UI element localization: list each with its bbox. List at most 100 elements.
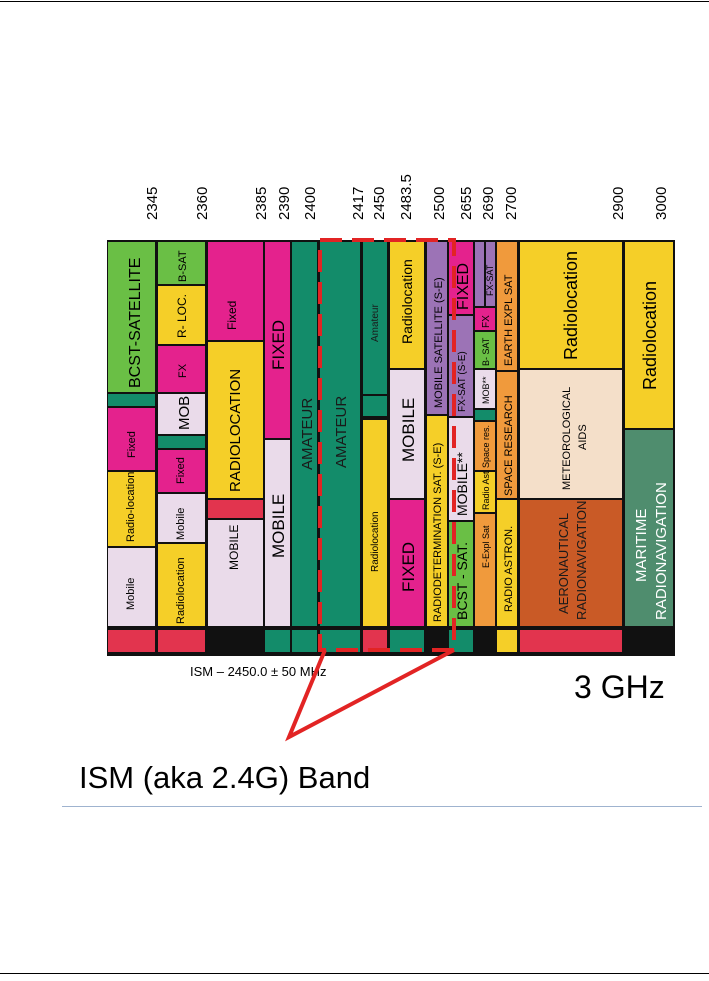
block-label: Radio-location — [125, 472, 137, 542]
radiodetermination-block — [427, 416, 447, 626]
fx-sat-block — [475, 242, 484, 306]
block-label: Radiolocation — [640, 281, 660, 390]
mob-block — [158, 394, 205, 434]
meteorological-aids-block — [520, 370, 622, 498]
band-strip — [265, 630, 290, 652]
b-sat-block — [158, 242, 205, 284]
amateur-block — [292, 242, 317, 626]
block-label: B- SAT — [481, 337, 491, 366]
block-label: MOBILE** — [454, 452, 470, 516]
band-strip — [320, 630, 360, 652]
radiolocation-block — [390, 242, 424, 368]
block-label: Mobile — [125, 578, 137, 610]
block-label: Radiolocation — [561, 251, 581, 360]
fixed-block — [208, 242, 263, 340]
band-strip — [390, 630, 424, 652]
amateur-block — [363, 242, 387, 394]
callout-arrow — [285, 648, 455, 742]
block-label: METEOROLOGICAL — [561, 387, 573, 490]
fixed-block — [390, 500, 424, 626]
band-label: 3 GHz — [574, 669, 665, 705]
mobile-block — [265, 440, 290, 626]
freq-label: 2390 — [276, 187, 293, 220]
freq-label: 2450 — [371, 187, 388, 220]
block-label: FX-SAT (S-E) — [457, 351, 468, 412]
freq-label: 2400 — [302, 187, 319, 220]
block-label: MARITIME — [633, 509, 650, 582]
block-label: AMATEUR — [299, 398, 316, 470]
block-label: FX — [481, 315, 492, 328]
band-strip — [158, 436, 205, 448]
bcst-satellite-block — [108, 242, 155, 392]
block-label: FIXED — [399, 542, 418, 592]
band-strip — [363, 630, 387, 652]
freq-label: 2900 — [610, 187, 627, 220]
top-rule — [0, 1, 709, 2]
space-res-block — [475, 422, 495, 470]
block-label: FX — [177, 363, 189, 378]
block-label: RADIOLOCATION — [227, 369, 244, 492]
freq-label: 2417 — [350, 187, 367, 220]
band-strip — [208, 500, 263, 518]
freq-label: 2345 — [144, 187, 161, 220]
band-strip — [475, 410, 495, 420]
earth-expl-sat-block — [497, 242, 517, 370]
freq-label: 2500 — [431, 187, 448, 220]
e-expl-sat-block — [475, 514, 495, 626]
block-label: AERONAUTICAL — [556, 513, 571, 614]
frequency-labels: 2345 2360 2385 2390 2400 2417 2450 2483.… — [144, 174, 670, 220]
block-label: MOB — [176, 396, 193, 430]
freq-label: 2700 — [503, 187, 520, 220]
block-label: BCST-SATELLITE — [127, 258, 144, 388]
block-label: MOBILE SATELLITE (S-E) — [433, 277, 445, 408]
freq-label: 2690 — [480, 187, 497, 220]
aeronautical-radionavigation-block — [520, 500, 622, 626]
block-label: EARTH EXPL SAT — [503, 274, 515, 366]
block-label: RADIO ASTRON. — [503, 526, 515, 612]
mobile-block — [108, 548, 155, 626]
block-label: RADIONAVIGATION — [574, 501, 589, 620]
band-strip — [497, 630, 517, 652]
block-label: AMATEUR — [333, 396, 350, 468]
amateur-block — [320, 242, 360, 626]
maritime-radionavigation-block — [625, 430, 673, 626]
block-label: Fixed — [225, 301, 239, 330]
radio-astron-block — [497, 500, 517, 626]
block-label: Radiolocation — [175, 557, 187, 624]
radiolocation-block — [158, 544, 205, 626]
fx-block — [475, 308, 495, 330]
block-label: Fixed — [126, 431, 138, 458]
band-strip — [475, 630, 495, 652]
fixed-block — [108, 408, 155, 470]
block-label: SPACE RESEARCH — [503, 395, 515, 496]
ism-dashed-box — [318, 238, 456, 652]
block-label: AIDS — [577, 424, 589, 450]
fixed-block — [158, 450, 205, 492]
caption: ISM (aka 2.4G) Band — [79, 760, 371, 795]
freq-label: 2483.5 — [398, 174, 415, 220]
ism-label: ISM – 2450.0 ± 50 MHz — [190, 664, 326, 679]
bottom-rule — [0, 973, 709, 974]
band-strip — [108, 630, 155, 652]
block-label: MOBILE — [227, 525, 241, 570]
freq-label: 2655 — [458, 187, 475, 220]
mobile-block — [390, 370, 424, 498]
mobile-satellite-block — [427, 242, 447, 414]
radio-ast-block — [475, 472, 495, 512]
freq-label: 2385 — [253, 187, 270, 220]
radiolocation-block — [208, 342, 263, 498]
fixed-block — [265, 242, 290, 438]
freq-label: 2360 — [194, 187, 211, 220]
band-strip — [158, 630, 205, 652]
mobile-block — [208, 520, 263, 626]
block-label: B-SAT — [177, 250, 189, 282]
block-label: FX-SAT — [485, 264, 495, 296]
block-label: R- LOC. — [175, 294, 189, 338]
band-strip — [363, 396, 387, 416]
band-strip — [520, 630, 622, 652]
block-label: MOBILE — [399, 398, 418, 462]
block-label: Radiolocation — [370, 511, 381, 572]
block-label: FIXED — [269, 320, 288, 370]
fx-sat-block — [486, 242, 495, 306]
radiolocation-block — [625, 242, 673, 428]
